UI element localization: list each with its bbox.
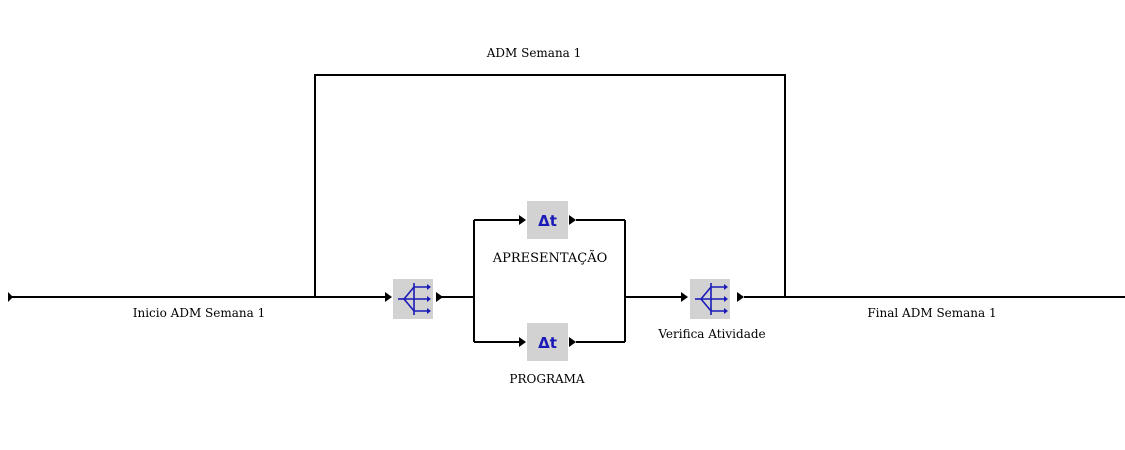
or-branch-icon xyxy=(398,283,431,315)
upper-activity-out-arrow xyxy=(569,215,576,225)
lower-activity-node[interactable]: Δt xyxy=(527,323,568,361)
start-arrow xyxy=(8,292,13,302)
merge-out-arrow xyxy=(737,292,744,302)
delta-t-timer-icon: Δt xyxy=(538,334,557,352)
arrowheads xyxy=(8,215,744,347)
merge-node-label: Verifica Atividade xyxy=(657,327,765,341)
start-label: Inicio ADM Semana 1 xyxy=(133,306,265,320)
delta-t-timer-icon: Δt xyxy=(538,212,557,230)
lower-activity-out-arrow xyxy=(569,337,576,347)
split-out-arrow xyxy=(436,292,443,302)
split-node[interactable] xyxy=(393,279,433,319)
upper-activity-label: APRESENTAÇÃO xyxy=(492,250,608,266)
labels: ADM Semana 1 Inicio ADM Semana 1 Final A… xyxy=(133,46,997,386)
split-in-arrow xyxy=(385,292,392,302)
upper-activity-node[interactable]: Δt xyxy=(527,201,568,239)
lower-activity-box[interactable] xyxy=(527,323,568,361)
connectors xyxy=(8,74,1125,343)
lower-activity-label: PROGRAMA xyxy=(509,372,585,386)
upper-activity-box[interactable] xyxy=(527,201,568,239)
merge-node[interactable] xyxy=(690,279,730,319)
merge-in-arrow xyxy=(681,292,688,302)
top-loop-label: ADM Semana 1 xyxy=(486,46,582,60)
outer-loop-connector xyxy=(314,74,786,297)
end-label: Final ADM Semana 1 xyxy=(867,306,996,320)
upper-activity-in-arrow xyxy=(519,215,526,225)
or-branch-icon xyxy=(695,283,728,315)
lower-activity-in-arrow xyxy=(519,337,526,347)
